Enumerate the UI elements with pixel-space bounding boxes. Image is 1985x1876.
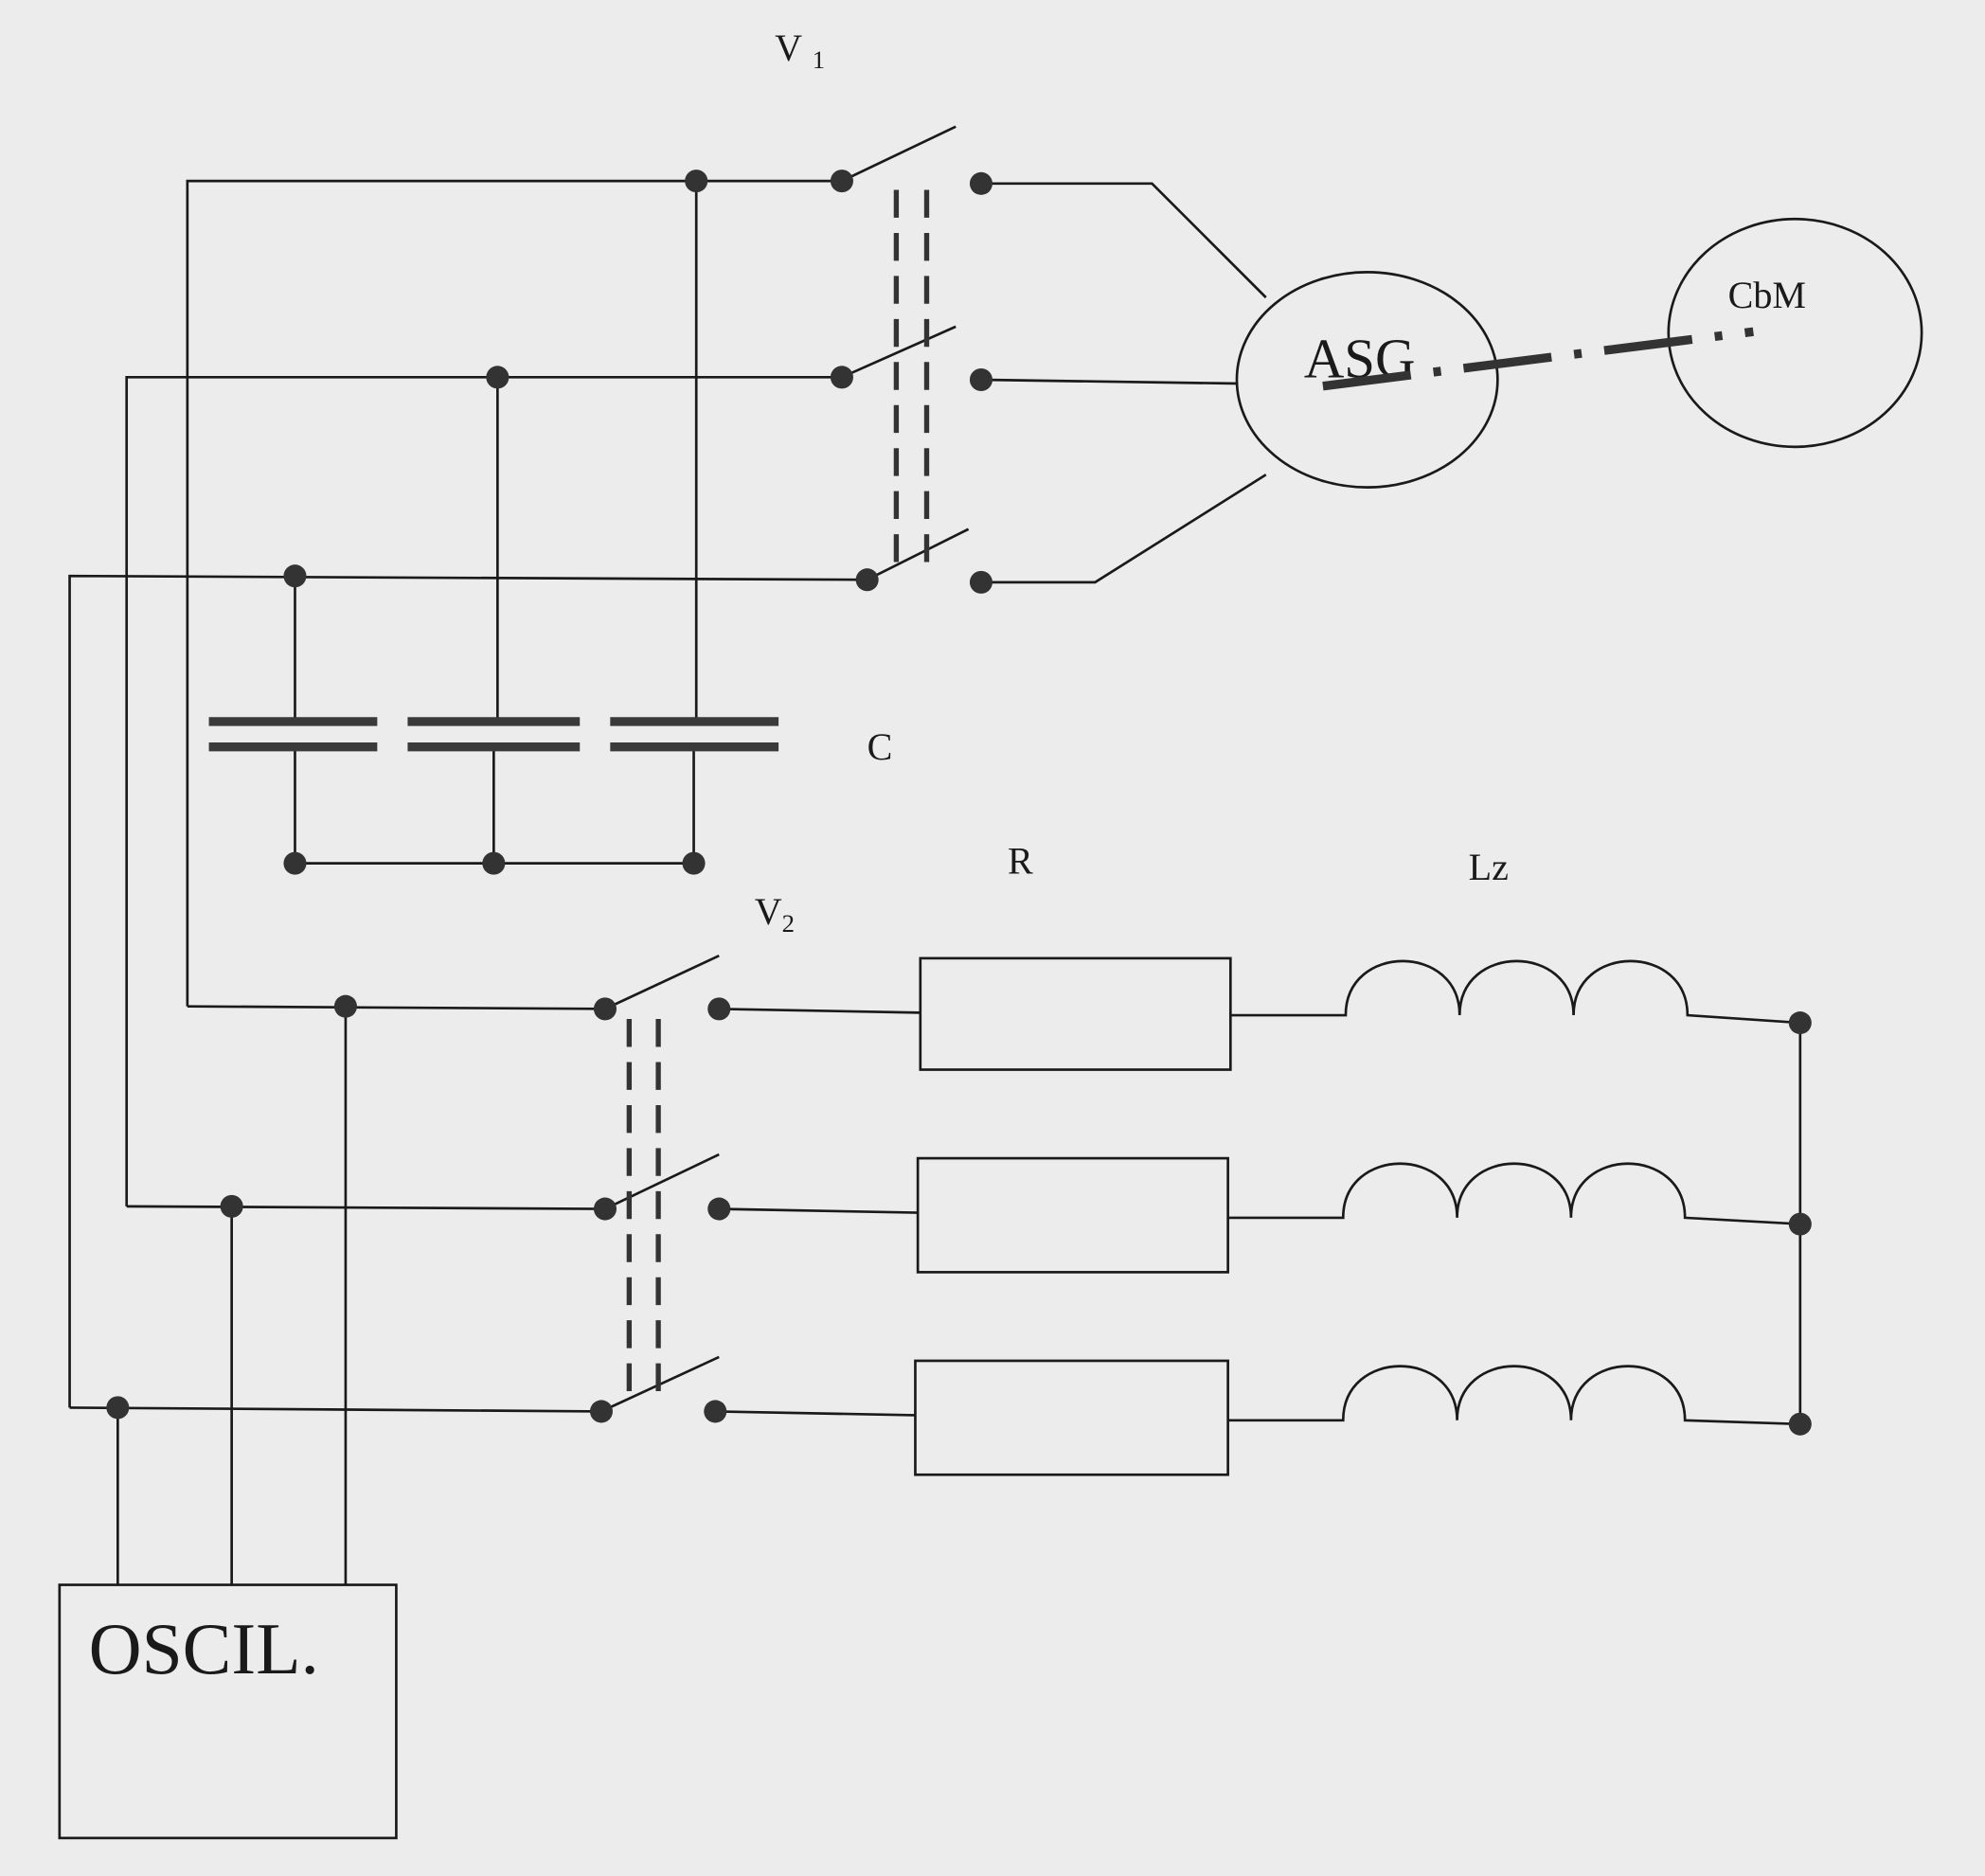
shaft-coupling [1322, 327, 1754, 391]
switch-v1 [841, 125, 1267, 584]
switch-v2 [600, 955, 921, 1417]
oscilloscope-box [58, 1583, 398, 1840]
phase-wires-bottom [69, 1005, 605, 1585]
inductors [1227, 959, 1802, 1426]
switch-v2-label: V2 [755, 890, 795, 938]
resistor-label: R [1008, 839, 1033, 882]
capacitor-bank [208, 717, 779, 752]
oscilloscope-label: OSCIL. [89, 1608, 319, 1689]
phase-wires-top [68, 179, 867, 1408]
junction-nodes [106, 170, 1812, 1436]
generator-asg [1235, 271, 1499, 489]
motor-label: CbM [1728, 274, 1806, 316]
motor-cbm [1667, 217, 1923, 449]
capacitor-label: C [867, 725, 893, 768]
resistors [914, 956, 1232, 1476]
inductor-label: Lz [1469, 846, 1509, 888]
